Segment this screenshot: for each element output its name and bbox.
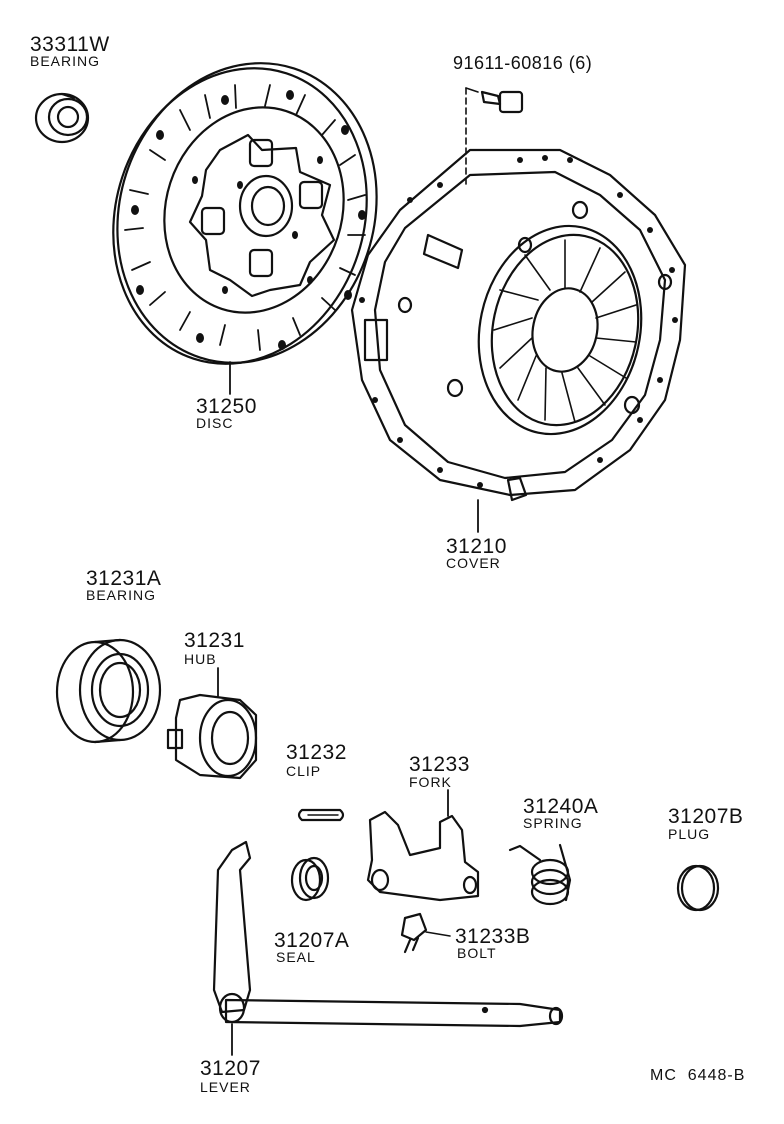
part-number-31250: 31250 <box>196 395 257 418</box>
part-name-plug: PLUG <box>668 826 711 842</box>
part-number-31233: 31233 <box>409 753 470 776</box>
part-name-fork: FORK <box>409 774 452 790</box>
plug-drawing <box>676 864 720 912</box>
part-name-seal: SEAL <box>276 949 316 965</box>
part-number-31233b: 31233B <box>455 925 531 948</box>
clutch-cover-drawing <box>350 148 687 533</box>
part-name-lever: LEVER <box>200 1079 251 1095</box>
release-bearing-drawing <box>55 638 162 744</box>
release-fork-drawing <box>366 789 480 902</box>
part-number-91611-60816: 91611-60816 (6) <box>453 53 593 73</box>
part-number-31240a: 31240A <box>523 795 599 818</box>
diagram-code: MC 6448-B <box>650 1067 746 1084</box>
clutch-disc-drawing <box>112 62 378 395</box>
part-name-disc: DISC <box>196 415 234 431</box>
part-name-spring: SPRING <box>523 815 583 831</box>
part-number-31231: 31231 <box>184 629 245 652</box>
part-number-31207a: 31207A <box>274 929 350 952</box>
release-lever-drawing <box>212 840 564 1056</box>
release-hub-drawing <box>166 667 258 780</box>
part-name-bearing-31231a: BEARING <box>86 587 157 603</box>
part-number-31232: 31232 <box>286 741 347 764</box>
part-number-31207: 31207 <box>200 1057 261 1080</box>
clip-drawing <box>297 808 345 822</box>
part-name-cover: COVER <box>446 555 501 571</box>
part-number-31231a: 31231A <box>86 567 162 590</box>
seal-drawing <box>290 856 330 902</box>
pilot-bearing-drawing <box>34 92 90 144</box>
return-spring-drawing <box>508 843 572 906</box>
part-name-hub: HUB <box>184 651 217 667</box>
part-number-31210: 31210 <box>446 535 507 558</box>
cover-bolt-drawing <box>465 87 524 186</box>
part-name-clip: CLIP <box>286 763 322 779</box>
part-number-31207b: 31207B <box>668 805 744 828</box>
part-number-33311w: 33311W <box>30 33 110 56</box>
part-name-bearing-33311w: BEARING <box>30 53 101 69</box>
part-name-bolt: BOLT <box>457 945 497 961</box>
fork-bolt-drawing <box>400 912 451 954</box>
